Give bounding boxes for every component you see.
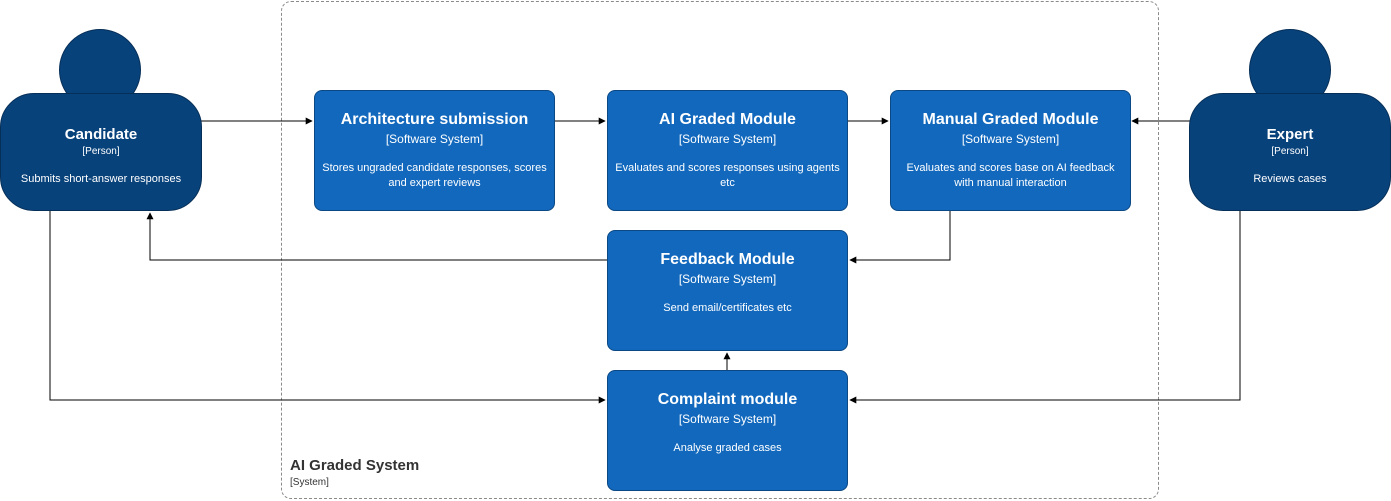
architecture-submission-type: [Software System]: [385, 132, 484, 146]
manual-graded-module-name: Manual Graded Module: [922, 111, 1099, 128]
feedback-module-system[interactable]: Feedback Module [Software System] Send e…: [607, 230, 848, 351]
complaint-module-system[interactable]: Complaint module [Software System] Analy…: [607, 370, 848, 491]
manual-graded-module-type: [Software System]: [961, 132, 1060, 146]
feedback-module-description: Send email/certificates etc: [663, 302, 792, 314]
connector-expert-to-complaint: [849, 211, 1241, 404]
feedback-module-type: [Software System]: [678, 272, 777, 286]
feedback-module-name: Feedback Module: [660, 251, 795, 268]
manual-graded-module-description: Evaluates and scores base on AI feedback…: [906, 162, 1115, 189]
connector-feedback-to-candidate: [146, 212, 607, 261]
complaint-module-description: Analyse graded cases: [673, 442, 782, 454]
boundary-title: AI Graded System: [290, 457, 420, 474]
boundary-subtitle: [System]: [290, 477, 329, 488]
complaint-module-name: Complaint module: [657, 391, 798, 408]
candidate-description: Submits short-answer responses: [20, 173, 182, 185]
ai-graded-module-type: [Software System]: [678, 132, 777, 146]
connector-manual-graded-to-feedback: [849, 211, 951, 264]
system-boundary: [281, 1, 1159, 499]
candidate-person[interactable]: Candidate [Person] Submits short-answer …: [0, 93, 202, 211]
expert-person[interactable]: Expert [Person] Reviews cases: [1189, 93, 1391, 211]
ai-graded-module-system[interactable]: AI Graded Module [Software System] Evalu…: [607, 90, 848, 211]
connector-candidate-to-complaint: [49, 211, 606, 404]
complaint-module-type: [Software System]: [678, 412, 777, 426]
expert-name: Expert: [1266, 126, 1314, 143]
ai-graded-module-name: AI Graded Module: [659, 111, 796, 128]
candidate-type: [Person]: [82, 146, 120, 157]
candidate-name: Candidate: [64, 126, 138, 143]
architecture-submission-system[interactable]: Architecture submission [Software System…: [314, 90, 555, 211]
architecture-submission-description: Stores ungraded candidate responses, sco…: [322, 162, 547, 189]
expert-type: [Person]: [1271, 146, 1309, 157]
manual-graded-module-system[interactable]: Manual Graded Module [Software System] E…: [890, 90, 1131, 211]
architecture-submission-name: Architecture submission: [340, 111, 529, 128]
ai-graded-module-description: Evaluates and scores responses using age…: [615, 162, 840, 189]
expert-description: Reviews cases: [1253, 173, 1327, 185]
